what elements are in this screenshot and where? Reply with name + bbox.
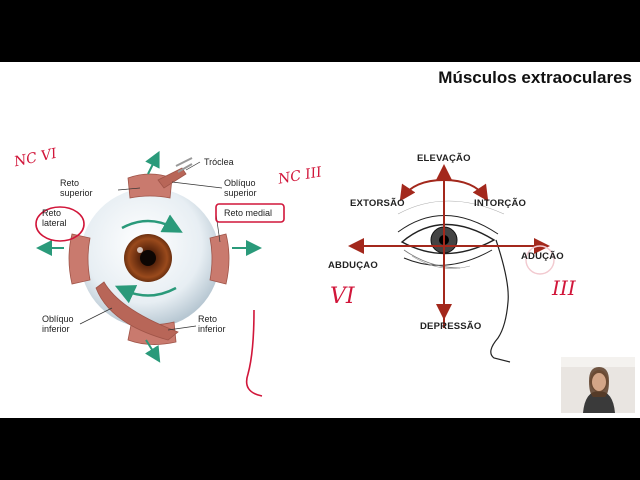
annotation-box-reto-medial xyxy=(215,203,285,223)
diagram-drawings xyxy=(35,150,555,397)
slide-title: Músculos extraoculares xyxy=(438,68,632,87)
video-letterbox-bottom xyxy=(0,418,640,480)
note-roman-iii: III xyxy=(552,276,576,300)
rotation-arrow-top xyxy=(121,214,183,233)
eyelid-lower xyxy=(403,249,493,266)
obliquo-superior-muscle xyxy=(157,167,187,189)
pupil xyxy=(140,250,156,266)
reto-lateral-muscle xyxy=(68,233,91,285)
arrow-down xyxy=(144,339,161,363)
label-abducao: ABDUÇAO xyxy=(328,260,378,271)
note-roman-vi: VI xyxy=(330,284,355,309)
label-elevacao: ELEVAÇÃO xyxy=(417,153,471,164)
troclea-shape xyxy=(175,157,193,173)
reto-medial-muscle xyxy=(209,233,230,285)
aducao-highlight xyxy=(525,245,555,275)
eye-diagram-left xyxy=(36,150,262,363)
rotation-arrow-bottom xyxy=(114,285,177,304)
movement-diagram-right xyxy=(348,164,555,363)
slide: Músculos extraoculares xyxy=(0,62,640,418)
arrow-extorsao xyxy=(399,179,445,202)
eyelid-upper xyxy=(397,215,499,235)
nose-outline xyxy=(490,239,511,363)
label-intorcao: INTORÇÃO xyxy=(474,198,527,209)
arrow-up xyxy=(145,150,160,175)
annotation-circle-reto-lateral xyxy=(35,206,85,242)
handwritten-stroke xyxy=(245,309,263,397)
label-extorsao: EXTORSÃO xyxy=(350,198,405,209)
label-depressao: DEPRESSÃO xyxy=(420,321,482,332)
webcam-thumbnail xyxy=(561,357,635,413)
label-reto-medial: Reto medial xyxy=(224,208,273,218)
arrow-intorcao xyxy=(443,179,489,202)
label-aducao: ADUÇÃO xyxy=(521,251,564,262)
obliquo-inferior-muscle xyxy=(95,281,179,341)
label-troclea: Tróclea xyxy=(204,157,234,167)
